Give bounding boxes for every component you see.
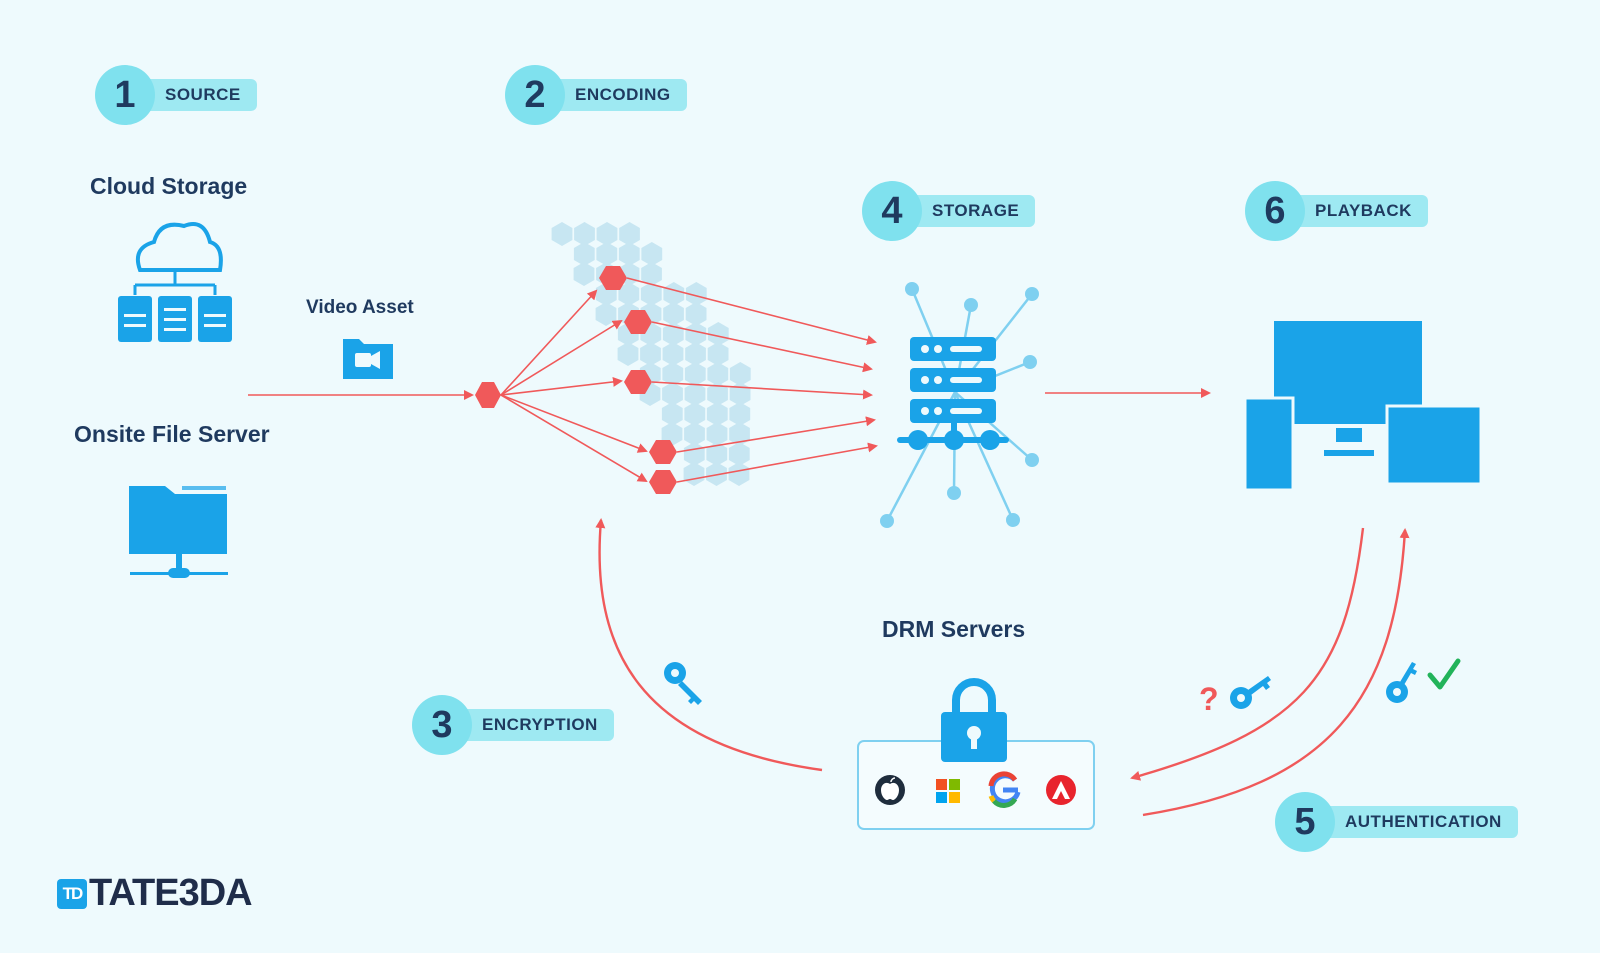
step-number: 4 [862,181,922,241]
honeycomb-cell [706,422,728,446]
honeycomb-cell [595,302,617,326]
step-label: ENCRYPTION [444,709,614,741]
cloud-storage-icon [118,222,232,342]
honeycomb-cell [617,342,639,366]
lock-icon [941,678,1007,762]
honeycomb-cell [619,222,640,246]
honeycomb-cell [729,362,751,386]
auth-request-arrow [1130,527,1365,781]
honeycomb-cell [551,222,573,246]
honeycomb-cell [596,222,618,246]
honeycomb-cell [641,242,663,266]
honeycomb-cell [663,302,684,326]
honeycomb-cell [707,362,729,386]
honeycomb-cell [640,342,661,366]
honeycomb-cell [685,302,707,326]
honeycomb-cell [640,282,662,306]
honeycomb-cell [706,462,727,486]
honeycomb-cell [662,342,684,366]
logo-mark: TD [57,878,87,909]
cloud-storage-label: Cloud Storage [90,173,248,199]
honeycomb-cell [706,442,728,466]
honeycomb-cell [685,322,707,346]
key-icon [1386,662,1417,703]
step-label: AUTHENTICATION [1307,806,1518,838]
honeycomb-cell [641,262,662,286]
honeycomb-cell [683,462,705,486]
step-number: 1 [95,65,155,125]
question-mark-icon: ? [1199,681,1219,717]
check-icon [1427,658,1461,690]
honeycomb-cell [661,402,683,426]
honeycomb-cell [685,282,707,306]
honeycomb-cell [684,422,705,446]
honeycomb-cell [684,362,706,386]
adobe-icon [1046,775,1076,805]
honeycomb-cell [662,362,684,386]
encoding-honeycomb [551,222,751,486]
honeycomb-cell [729,402,751,426]
step-number: 3 [412,695,472,755]
honeycomb-cell [684,382,706,406]
encoding-fanout-arrows [500,289,648,483]
key-icon [1230,676,1271,709]
onsite-file-server-label: Onsite File Server [74,421,270,447]
honeycomb-cell [618,282,640,306]
encryption-arrow [595,518,823,772]
drm-servers-label: DRM Servers [882,616,1026,642]
camera-folder-icon [343,339,393,379]
video-asset-label: Video Asset [306,297,414,318]
honeycomb-cell [707,322,729,346]
honeycomb-cell [728,462,750,486]
encoded-hexagons [599,266,677,494]
key-icon [664,662,702,705]
google-icon [988,771,1021,808]
tateeda-logo: TD TATE3DA [57,872,253,915]
honeycomb-cell [574,222,595,246]
honeycomb-cell [728,442,750,466]
to-storage-arrows [626,277,878,483]
honeycomb-cell [573,262,595,286]
honeycomb-cell [707,342,729,366]
apple-icon [875,775,905,805]
honeycomb-cell [684,402,706,426]
honeycomb-cell [685,342,706,366]
honeycomb-cell [618,242,640,266]
honeycomb-cell [729,422,750,446]
honeycomb-cell [662,382,683,406]
folder-server-icon [129,486,228,578]
server-network-icon [880,282,1039,528]
devices-icon [1243,321,1483,492]
step-number: 5 [1275,792,1335,852]
windows-icon [936,779,960,803]
honeycomb-cell [707,382,728,406]
honeycomb-cell [706,402,728,426]
auth-response-arrow [1142,528,1410,817]
honeycomb-cell [573,242,595,266]
logo-text: TATE3DA [89,872,253,914]
step-number: 6 [1245,181,1305,241]
source-hexagon [475,382,501,408]
honeycomb-cell [596,242,618,266]
step-number: 2 [505,65,565,125]
